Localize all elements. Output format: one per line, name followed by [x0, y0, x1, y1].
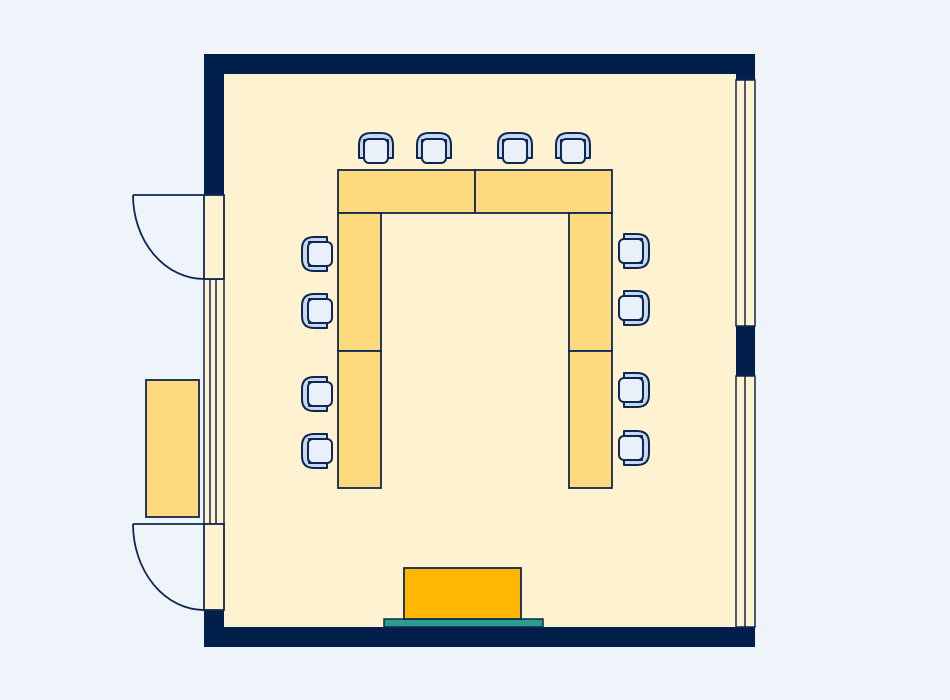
table-top-right: [474, 169, 613, 214]
wall-top: [204, 54, 755, 74]
appliance: [403, 567, 522, 620]
table-right-lower: [568, 350, 613, 489]
wall-left-upper: [204, 54, 224, 195]
chair-icon: [555, 132, 591, 164]
appliance-base: [383, 618, 544, 628]
chair-icon: [618, 372, 650, 408]
chair-icon: [301, 293, 333, 329]
door-lower[interactable]: [132, 523, 225, 611]
chair-icon: [358, 132, 394, 164]
window-right-upper: [735, 79, 756, 327]
window-left: [203, 278, 225, 525]
table-right-upper: [568, 212, 613, 352]
wall-top-right-corner: [736, 54, 755, 80]
wall-left-lower: [204, 610, 224, 647]
window-right-lower: [735, 375, 756, 628]
table-top-left: [337, 169, 476, 214]
chair-icon: [301, 433, 333, 469]
room-floor: [204, 54, 755, 647]
chair-icon: [618, 233, 650, 269]
chair-icon: [301, 236, 333, 272]
u-shaped-table: [337, 169, 613, 489]
walls: [204, 54, 755, 647]
table-left-upper: [337, 212, 382, 352]
chair-icon: [497, 132, 533, 164]
door-upper[interactable]: [132, 194, 225, 280]
chair-icon: [301, 376, 333, 412]
wall-bottom: [204, 627, 755, 647]
table-left-lower: [337, 350, 382, 489]
cabinet: [145, 379, 200, 518]
chair-icon: [416, 132, 452, 164]
chair-icon: [618, 430, 650, 466]
wall-right-pillar: [736, 326, 755, 376]
chair-icon: [618, 290, 650, 326]
